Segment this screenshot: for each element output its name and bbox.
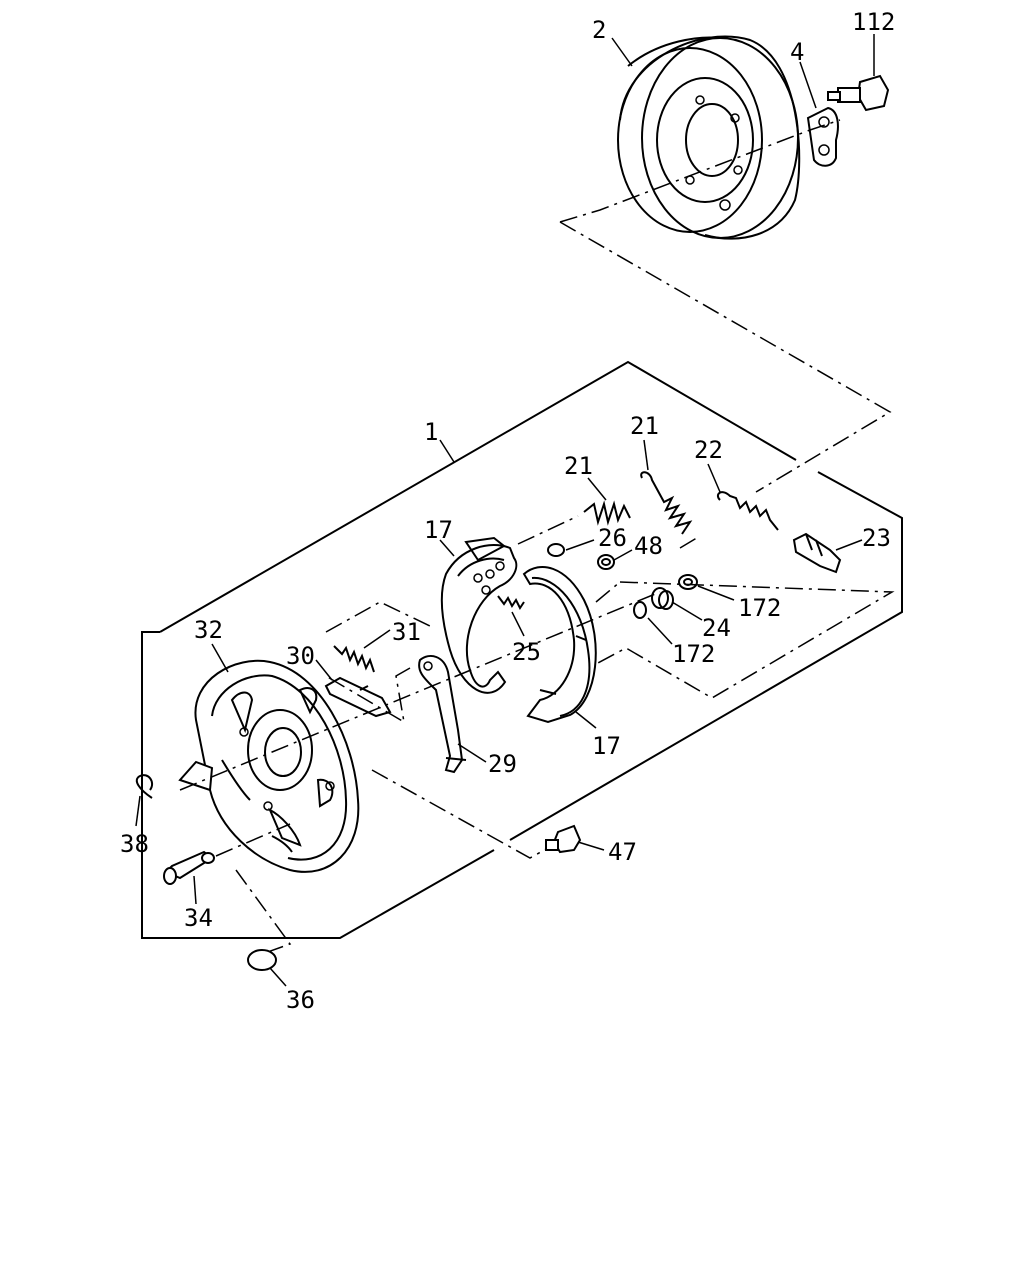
callout-17a: 17 <box>424 516 453 544</box>
leader-172b <box>647 617 673 645</box>
callout-2: 2 <box>592 16 606 44</box>
leader-23 <box>835 539 863 551</box>
callout-4: 4 <box>790 38 804 66</box>
brake-drum <box>617 35 801 240</box>
leader-34 <box>193 875 197 905</box>
plug-path-line <box>235 869 292 955</box>
pin-34 <box>163 850 215 885</box>
washer-172b <box>633 601 647 619</box>
spring-21-short <box>583 500 631 526</box>
leader-48 <box>613 549 633 561</box>
spring-24 <box>651 587 674 610</box>
leader-25 <box>511 611 525 637</box>
callout-38: 38 <box>120 830 149 858</box>
callout-1: 1 <box>424 418 438 446</box>
callout-172b: 172 <box>672 640 715 668</box>
callout-34: 34 <box>184 904 213 932</box>
callout-26: 26 <box>598 524 627 552</box>
nut-48 <box>597 554 615 570</box>
leader-29 <box>457 743 487 763</box>
callout-23: 23 <box>862 524 891 552</box>
callout-21b: 21 <box>630 412 659 440</box>
drum-outline-line <box>559 221 892 493</box>
callout-36: 36 <box>286 986 315 1014</box>
callout-25: 25 <box>512 638 541 666</box>
bracket-part <box>806 106 839 167</box>
leader-22 <box>707 463 721 493</box>
leader-2 <box>611 37 633 67</box>
washer-26 <box>547 543 565 557</box>
callout-112: 112 <box>852 8 895 36</box>
center-axis-line <box>179 591 661 791</box>
leader-36 <box>269 967 287 987</box>
leader-26 <box>565 539 595 551</box>
callout-172a: 172 <box>738 594 781 622</box>
leader-4 <box>799 61 817 109</box>
leader-21b <box>643 439 649 471</box>
pin-path-line <box>215 823 291 857</box>
leader-38 <box>135 795 141 827</box>
spring-25 <box>497 595 525 610</box>
spring-21-long <box>640 471 693 535</box>
leader-17a <box>439 539 455 557</box>
adjuster-box-line <box>595 581 895 699</box>
callout-48: 48 <box>634 532 663 560</box>
leader-24 <box>671 601 703 621</box>
leader-31 <box>363 629 391 649</box>
return-spring-31 <box>333 645 375 673</box>
bleeder-bolt <box>827 74 890 112</box>
callout-21a: 21 <box>564 452 593 480</box>
brake-shoe-rear <box>440 536 518 694</box>
clip-38 <box>135 774 154 799</box>
backing-plate <box>178 659 360 873</box>
leader-21a <box>587 477 607 501</box>
callout-30: 30 <box>286 642 315 670</box>
callout-17b: 17 <box>592 732 621 760</box>
callout-24: 24 <box>702 614 731 642</box>
parking-lever <box>418 655 467 774</box>
callout-47: 47 <box>608 838 637 866</box>
callout-22: 22 <box>694 436 723 464</box>
strut-part <box>324 676 392 718</box>
callout-29: 29 <box>488 750 517 778</box>
leader-30 <box>315 659 333 681</box>
leader-47 <box>577 841 605 851</box>
callout-32: 32 <box>194 616 223 644</box>
adjuster-23 <box>792 532 842 574</box>
plug-36 <box>247 949 277 971</box>
upper-connector-line <box>517 515 701 549</box>
leader-172a <box>697 585 735 601</box>
leader-32 <box>211 643 229 673</box>
brake-shoe-front <box>522 566 597 724</box>
spring-22 <box>716 491 779 531</box>
bolt-path-line <box>371 769 549 859</box>
callout-31: 31 <box>392 618 421 646</box>
washer-172a <box>678 574 698 590</box>
leader-17b <box>575 711 597 729</box>
leader-1 <box>439 439 455 463</box>
bolt-47 <box>545 824 582 854</box>
assembly-outline <box>141 360 903 939</box>
